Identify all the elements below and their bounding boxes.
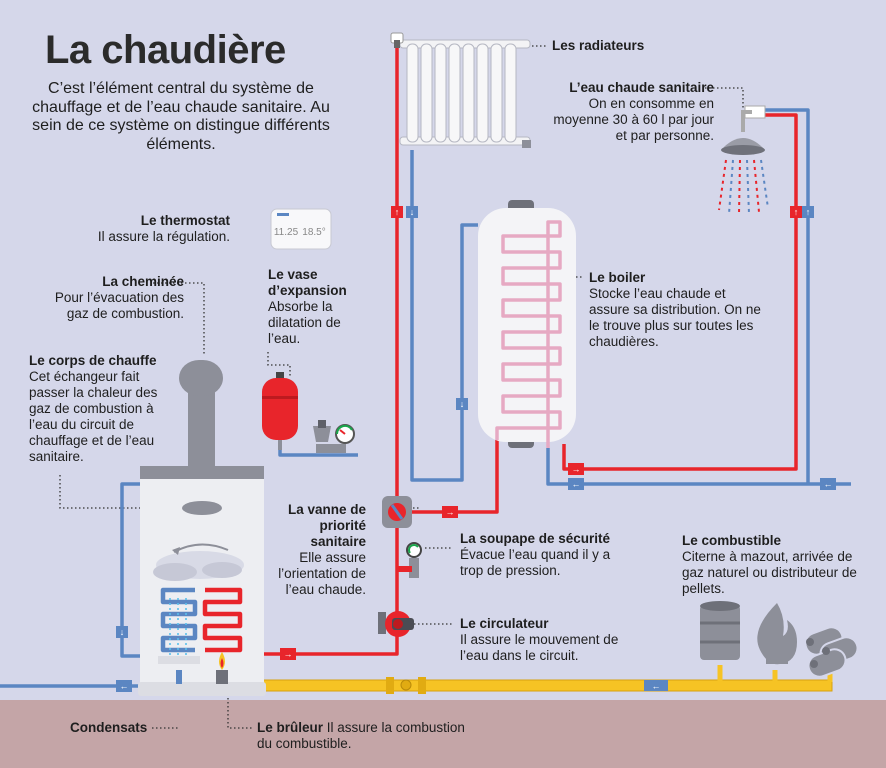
annotation-eau-chaude-text: On en consomme en moyenne 30 à 60 l par …: [553, 96, 714, 143]
annotation-corps: Le corps de chauffe Cet échangeur fait p…: [29, 353, 179, 465]
thermostat-display-right: 18.5°: [302, 227, 325, 238]
main-boiler: [138, 360, 266, 696]
pellets-icon: [804, 626, 859, 678]
annotation-soupape-text: Évacue l’eau quand il y a trop de pressi…: [460, 547, 611, 578]
annotation-vanne: La vanne de priorité sanitaire Elle assu…: [270, 502, 366, 598]
ground: [0, 700, 886, 768]
annotation-boiler-text: Stocke l’eau chaude et assure sa distrib…: [589, 286, 761, 349]
annotation-combustible: Le combustible Citerne à mazout, arrivée…: [682, 533, 862, 597]
svg-text:↓: ↓: [460, 399, 465, 409]
svg-text:↓: ↓: [410, 207, 415, 217]
air-vent-gauge: [313, 420, 355, 453]
svg-text:↑: ↑: [806, 207, 811, 217]
annotation-vase-text: Absorbe la dilatation de l’eau.: [268, 299, 341, 346]
annotation-circulateur: Le circulateur Il assure le mouvement de…: [460, 616, 635, 664]
circulator-pump: [378, 611, 414, 637]
annotation-soupape-label: La soupape de sécurité: [460, 531, 611, 546]
radiator: [390, 32, 531, 148]
annotation-cheminee-text: Pour l’évacuation des gaz de combustion.: [54, 290, 184, 321]
gas-flame-icon: [757, 603, 797, 665]
svg-text:→: →: [284, 649, 293, 659]
svg-text:←: ←: [652, 681, 661, 691]
svg-text:↑: ↑: [794, 207, 799, 217]
annotation-vase-label: Le vase d’expansion: [268, 267, 347, 298]
annotation-boiler: Le boiler Stocke l’eau chaude et assure …: [589, 270, 769, 350]
annotation-boiler-label: Le boiler: [589, 270, 646, 285]
annotation-bruleur: Le brûleur Il assure la combustion du co…: [257, 720, 477, 752]
thermostat-display-left: 11.25: [274, 227, 299, 238]
svg-text:→: →: [572, 464, 581, 474]
annotation-vase: Le vase d’expansion Absorbe la dilatatio…: [268, 267, 368, 347]
annotation-condensats-label: Condensats: [70, 720, 148, 735]
shower: [718, 105, 769, 215]
annotation-eau-chaude: L’eau chaude sanitaire On en consomme en…: [540, 80, 714, 144]
annotation-corps-text: Cet échangeur fait passer la chaleur des…: [29, 369, 158, 464]
svg-text:↑: ↑: [395, 207, 400, 217]
annotation-thermostat-text: Il assure la régulation.: [97, 229, 230, 244]
expansion-vessel: [262, 372, 298, 450]
annotation-circulateur-label: Le circulateur: [460, 616, 549, 631]
annotation-radiateurs: Les radiateurs: [552, 38, 644, 54]
annotation-vanne-text: Elle assure l’orientation de l’eau chaud…: [278, 550, 366, 597]
annotation-cheminee: La cheminée Pour l’évacuation des gaz de…: [30, 274, 184, 322]
annotation-radiateurs-label: Les radiateurs: [552, 38, 645, 53]
annotation-bruleur-label: Le brûleur: [257, 720, 324, 735]
svg-text:←: ←: [572, 479, 581, 489]
annotation-combustible-text: Citerne à mazout, arrivée de gaz naturel…: [682, 549, 857, 596]
boiler-tank: [478, 200, 576, 448]
annotation-thermostat-label: Le thermostat: [140, 213, 230, 228]
svg-text:←: ←: [120, 681, 129, 691]
annotation-combustible-label: Le combustible: [682, 533, 782, 548]
annotation-circulateur-text: Il assure le mouvement de l’eau dans le …: [460, 632, 619, 663]
intro-text: C’est l’élément central du système de ch…: [32, 80, 330, 153]
annotation-bruleur-text: Il assure la combustion du combustible.: [257, 720, 465, 751]
svg-text:↓: ↓: [120, 627, 125, 637]
svg-text:→: →: [446, 507, 455, 517]
annotation-soupape: La soupape de sécurité Évacue l’eau quan…: [460, 531, 630, 579]
annotation-thermostat: Le thermostat Il assure la régulation.: [75, 213, 230, 245]
oil-barrel-icon: [700, 601, 740, 660]
safety-valve: [398, 542, 422, 578]
annotation-condensats: Condensats: [70, 720, 147, 736]
annotation-cheminee-label: La cheminée: [102, 274, 184, 289]
thermostat-device: 11.25 18.5°: [270, 208, 332, 250]
svg-text:←: ←: [824, 479, 833, 489]
annotation-corps-label: Le corps de chauffe: [29, 353, 157, 368]
annotation-vanne-label: La vanne de priorité sanitaire: [287, 502, 366, 549]
annotation-eau-chaude-label: L’eau chaude sanitaire: [569, 80, 714, 95]
flow-arrows: ↑ ↓ ↓ ↑ ↑ → ← ← → → ↓ ←: [116, 206, 836, 692]
fuel-line: ←: [261, 665, 833, 694]
page-title: La chaudière: [45, 28, 286, 72]
priority-valve: [382, 496, 412, 528]
